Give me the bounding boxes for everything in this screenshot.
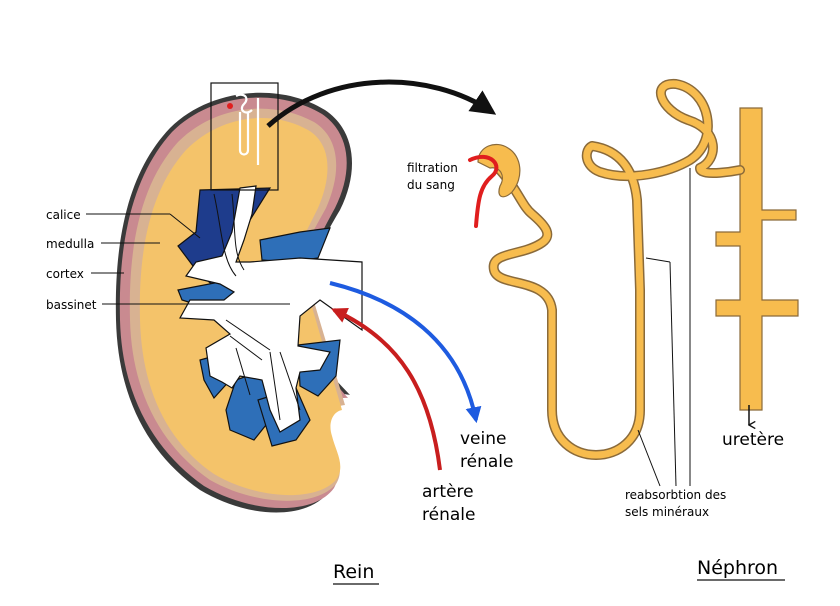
renal-vein-arrow — [329, 281, 482, 424]
renal-artery-arrow — [331, 308, 442, 471]
label-uretere: uretère — [722, 430, 784, 450]
caption-nephron: Néphron — [697, 557, 778, 579]
label-veine-line1: veine — [460, 429, 506, 449]
nephron — [468, 78, 799, 460]
label-reabsorption-line2: sels minéraux — [625, 505, 709, 519]
mini-nephron — [235, 93, 260, 165]
zoom-arrow — [266, 79, 497, 128]
label-reabsorption-line1: reabsorbtion des — [625, 488, 726, 502]
glomerulus-capillary — [468, 154, 499, 228]
label-filtration-line2: du sang — [407, 178, 455, 192]
reabsorption-leader-lines — [637, 168, 691, 487]
medulla-pyramid-right-upper — [259, 227, 331, 263]
label-artere-line1: artère — [422, 482, 474, 502]
label-cortex: cortex — [46, 267, 84, 281]
label-bassinet: bassinet — [46, 298, 97, 312]
label-filtration-line1: filtration — [407, 161, 458, 175]
kidney — [115, 82, 363, 513]
label-veine-line2: rénale — [460, 452, 513, 472]
label-artere-line2: rénale — [422, 505, 475, 525]
label-calice: calice — [46, 208, 81, 222]
zoom-box — [210, 82, 279, 191]
label-medulla: medulla — [46, 237, 94, 251]
kidney-leader-lines — [86, 213, 290, 305]
caption-rein: Rein — [333, 561, 374, 583]
renal-pelvis — [179, 185, 363, 433]
collecting-duct — [715, 107, 799, 411]
